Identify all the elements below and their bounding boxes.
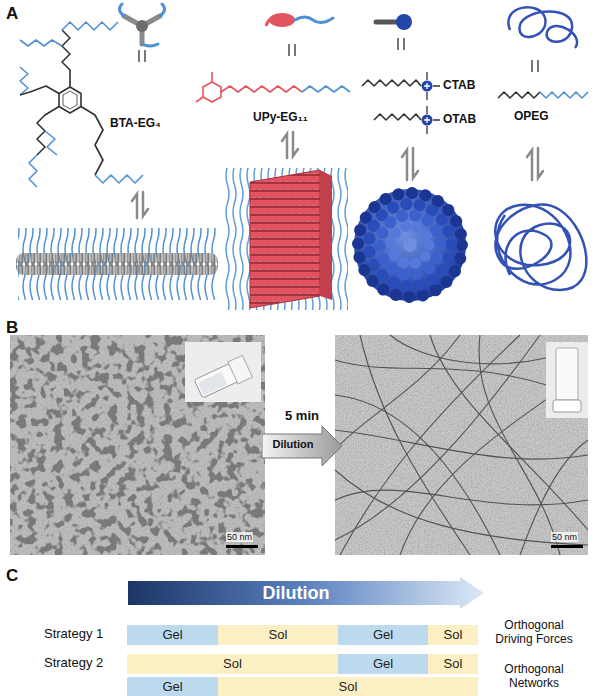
bta-icon: [119, 4, 164, 46]
band-label: Sol: [218, 625, 338, 645]
dilution-arrow: 5 minDilution: [262, 406, 342, 466]
band-label: Sol: [127, 654, 338, 674]
state-band: Sol: [428, 625, 478, 645]
state-band: Sol: [127, 654, 338, 674]
molecule-name: CTAB: [443, 79, 475, 93]
surfactant-icon: [376, 14, 412, 30]
band-label: Gel: [338, 654, 428, 674]
arrow-outline: [262, 426, 342, 466]
bta-fiber: [16, 228, 218, 300]
state-band: Gel: [338, 625, 428, 645]
arrow-label: Dilution: [128, 577, 464, 609]
band-label: Gel: [127, 625, 218, 645]
bta-structure: [20, 22, 143, 187]
arrow-label: Dilution: [262, 438, 324, 450]
row-label: Strategy 1: [44, 627, 103, 642]
molecule-name: OTAB: [443, 113, 476, 127]
band-label: Sol: [428, 654, 478, 674]
peg-coil: [495, 205, 586, 290]
scale-bar-label: 50 nm: [551, 532, 578, 542]
equals-sign: [139, 38, 538, 72]
upy-structure: [196, 72, 350, 102]
strategy-note: Orthogonal Driving Forces: [484, 619, 584, 647]
panel-letter: C: [6, 566, 18, 586]
molecule-name: OPEG: [514, 110, 549, 124]
peg-icon: [508, 7, 577, 48]
panel-letter: B: [6, 318, 18, 338]
state-band: Gel: [127, 677, 218, 696]
time-label: 5 min: [262, 408, 342, 423]
band-label: Sol: [218, 677, 478, 696]
ammonium-head: [422, 81, 433, 126]
strategy-note: Orthogonal Networks: [484, 663, 584, 691]
row-label: Strategy 2: [44, 656, 103, 671]
micelle: [354, 189, 466, 301]
state-band: Sol: [218, 677, 478, 696]
state-band: Sol: [428, 654, 478, 674]
scale-bar-label: 50 nm: [226, 532, 253, 542]
band-label: Sol: [428, 625, 478, 645]
state-band: Gel: [338, 654, 428, 674]
panel-letter: A: [6, 4, 18, 24]
peg-structure: [498, 92, 588, 98]
molecule-name: UPy-EG₁₁: [253, 111, 308, 125]
micrograph-short-fibers: [10, 335, 265, 555]
micrograph-long-fibers: [335, 335, 588, 555]
band-label: Gel: [338, 625, 428, 645]
upy-icon: [266, 13, 333, 27]
surfactant-structure: [362, 72, 440, 134]
dilution-arrow: Dilution: [128, 577, 484, 609]
state-band: Gel: [127, 625, 218, 645]
state-band: Sol: [218, 625, 338, 645]
arrow-outline: [128, 577, 484, 609]
upy-fiber: [224, 168, 348, 310]
molecule-name: BTA-EG₄: [110, 117, 161, 131]
band-label: Gel: [127, 677, 218, 696]
